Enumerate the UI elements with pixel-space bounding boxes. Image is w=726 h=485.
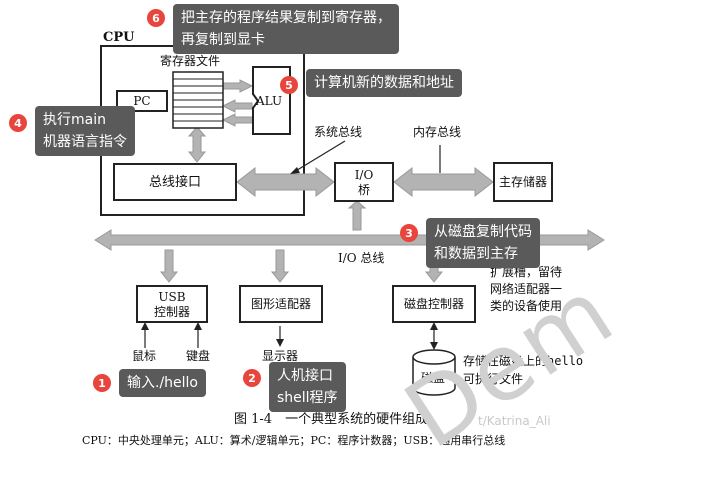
callout-2-line1: 人机接口 xyxy=(277,368,333,384)
memory-bus-arrow xyxy=(393,166,494,198)
bus-interface: 总线接口 xyxy=(113,163,237,201)
callout-badge-5: 5 xyxy=(280,76,298,94)
disk-cylinder xyxy=(412,349,456,396)
graphics-adapter: 图形适配器 xyxy=(239,285,323,323)
callout-badge-3: 3 xyxy=(400,224,418,242)
callout-badge-4: 4 xyxy=(9,114,27,132)
disk-controller-label: 磁盘控制器 xyxy=(403,297,464,311)
expansion-slot-note-2: 网络适配器一 xyxy=(490,282,563,296)
bus-interface-label: 总线接口 xyxy=(148,174,201,190)
callout-badge-1: 1 xyxy=(93,374,111,392)
callout-6-line1: 把主存的程序结果复制到寄存器， xyxy=(181,10,391,26)
display-label: 显示器 xyxy=(262,349,299,363)
watermark-faint: t/Katrina_Ali xyxy=(478,414,551,428)
regfile-bus-arrow xyxy=(187,126,207,163)
callout-2-line2: shell程序 xyxy=(277,390,338,406)
main-memory-label: 主存储器 xyxy=(498,175,547,189)
disk-controller: 磁盘控制器 xyxy=(392,285,476,323)
callout-6-line2: 再复制到显卡 xyxy=(181,32,265,48)
callout-3: 从磁盘复制代码 和数据到主存 xyxy=(426,218,540,268)
main-memory: 主存储器 xyxy=(493,162,553,202)
expansion-slot-note-1: 扩展槽，留待 xyxy=(490,265,563,279)
disk-note-line2: 可执行文件 xyxy=(463,372,524,386)
system-bus-label: 系统总线 xyxy=(314,125,363,139)
usb-controller: USB 控制器 xyxy=(136,285,208,323)
disk-note-line1: 存储在磁盘上的hello xyxy=(463,355,583,367)
disk-note-prefix: 存储在磁盘上的 xyxy=(463,354,548,368)
io-bridge: I/O 桥 xyxy=(334,162,394,202)
usb-controller-line2: 控制器 xyxy=(153,304,190,319)
callout-1: 输入./hello xyxy=(119,369,206,397)
figure-caption: 图 1-4 一个典型系统的硬件组成 xyxy=(234,412,429,427)
callout-5-line1: 计算机新的数据和地址 xyxy=(314,75,454,91)
io-bus-label: I/O 总线 xyxy=(338,251,385,265)
disk-note-mono: hello xyxy=(547,354,584,368)
register-file-label: 寄存器文件 xyxy=(160,54,221,68)
graphics-connector xyxy=(270,249,290,283)
graphics-adapter-label: 图形适配器 xyxy=(250,297,311,311)
bridge-bus-connector xyxy=(347,200,367,231)
figure-legend: CPU：中央处理单元；ALU：算术/逻辑单元；PC：程序计数器；USB：通用串行… xyxy=(82,434,506,447)
io-bridge-line2: 桥 xyxy=(357,182,370,197)
callout-badge-6: 6 xyxy=(147,9,165,27)
usb-connector xyxy=(159,249,179,283)
callout-4-line2: 机器语言指令 xyxy=(43,134,127,150)
callout-4: 执行main 机器语言指令 xyxy=(35,106,135,156)
alu-arrow-mid xyxy=(221,99,253,113)
callout-3-line1: 从磁盘复制代码 xyxy=(434,224,532,240)
mouse-label: 鼠标 xyxy=(132,349,157,363)
system-bus-arrow xyxy=(236,166,335,198)
expansion-slot-note-3: 类的设备使用 xyxy=(490,299,563,313)
pc-label: PC xyxy=(133,94,151,108)
io-bridge-line1: I/O xyxy=(354,167,374,182)
usb-controller-line1: USB xyxy=(158,289,186,304)
callout-badge-2: 2 xyxy=(243,369,261,387)
callout-3-line2: 和数据到主存 xyxy=(434,246,518,262)
callout-1-line1: 输入./hello xyxy=(127,375,198,391)
callout-2: 人机接口 shell程序 xyxy=(269,362,346,412)
cpu-label: CPU xyxy=(103,30,135,45)
callout-6: 把主存的程序结果复制到寄存器， 再复制到显卡 xyxy=(173,4,399,54)
callout-4-line1: 执行main xyxy=(43,112,106,128)
disk-label: 磁盘 xyxy=(421,371,446,385)
keyboard-label: 键盘 xyxy=(186,349,211,363)
register-file xyxy=(172,71,224,129)
alu-arrow-top xyxy=(222,79,254,93)
memory-bus-label: 内存总线 xyxy=(413,125,462,139)
callout-5: 计算机新的数据和地址 xyxy=(306,69,462,97)
alu-arrow-bottom xyxy=(221,113,253,127)
alu-label: ALU xyxy=(256,94,283,108)
